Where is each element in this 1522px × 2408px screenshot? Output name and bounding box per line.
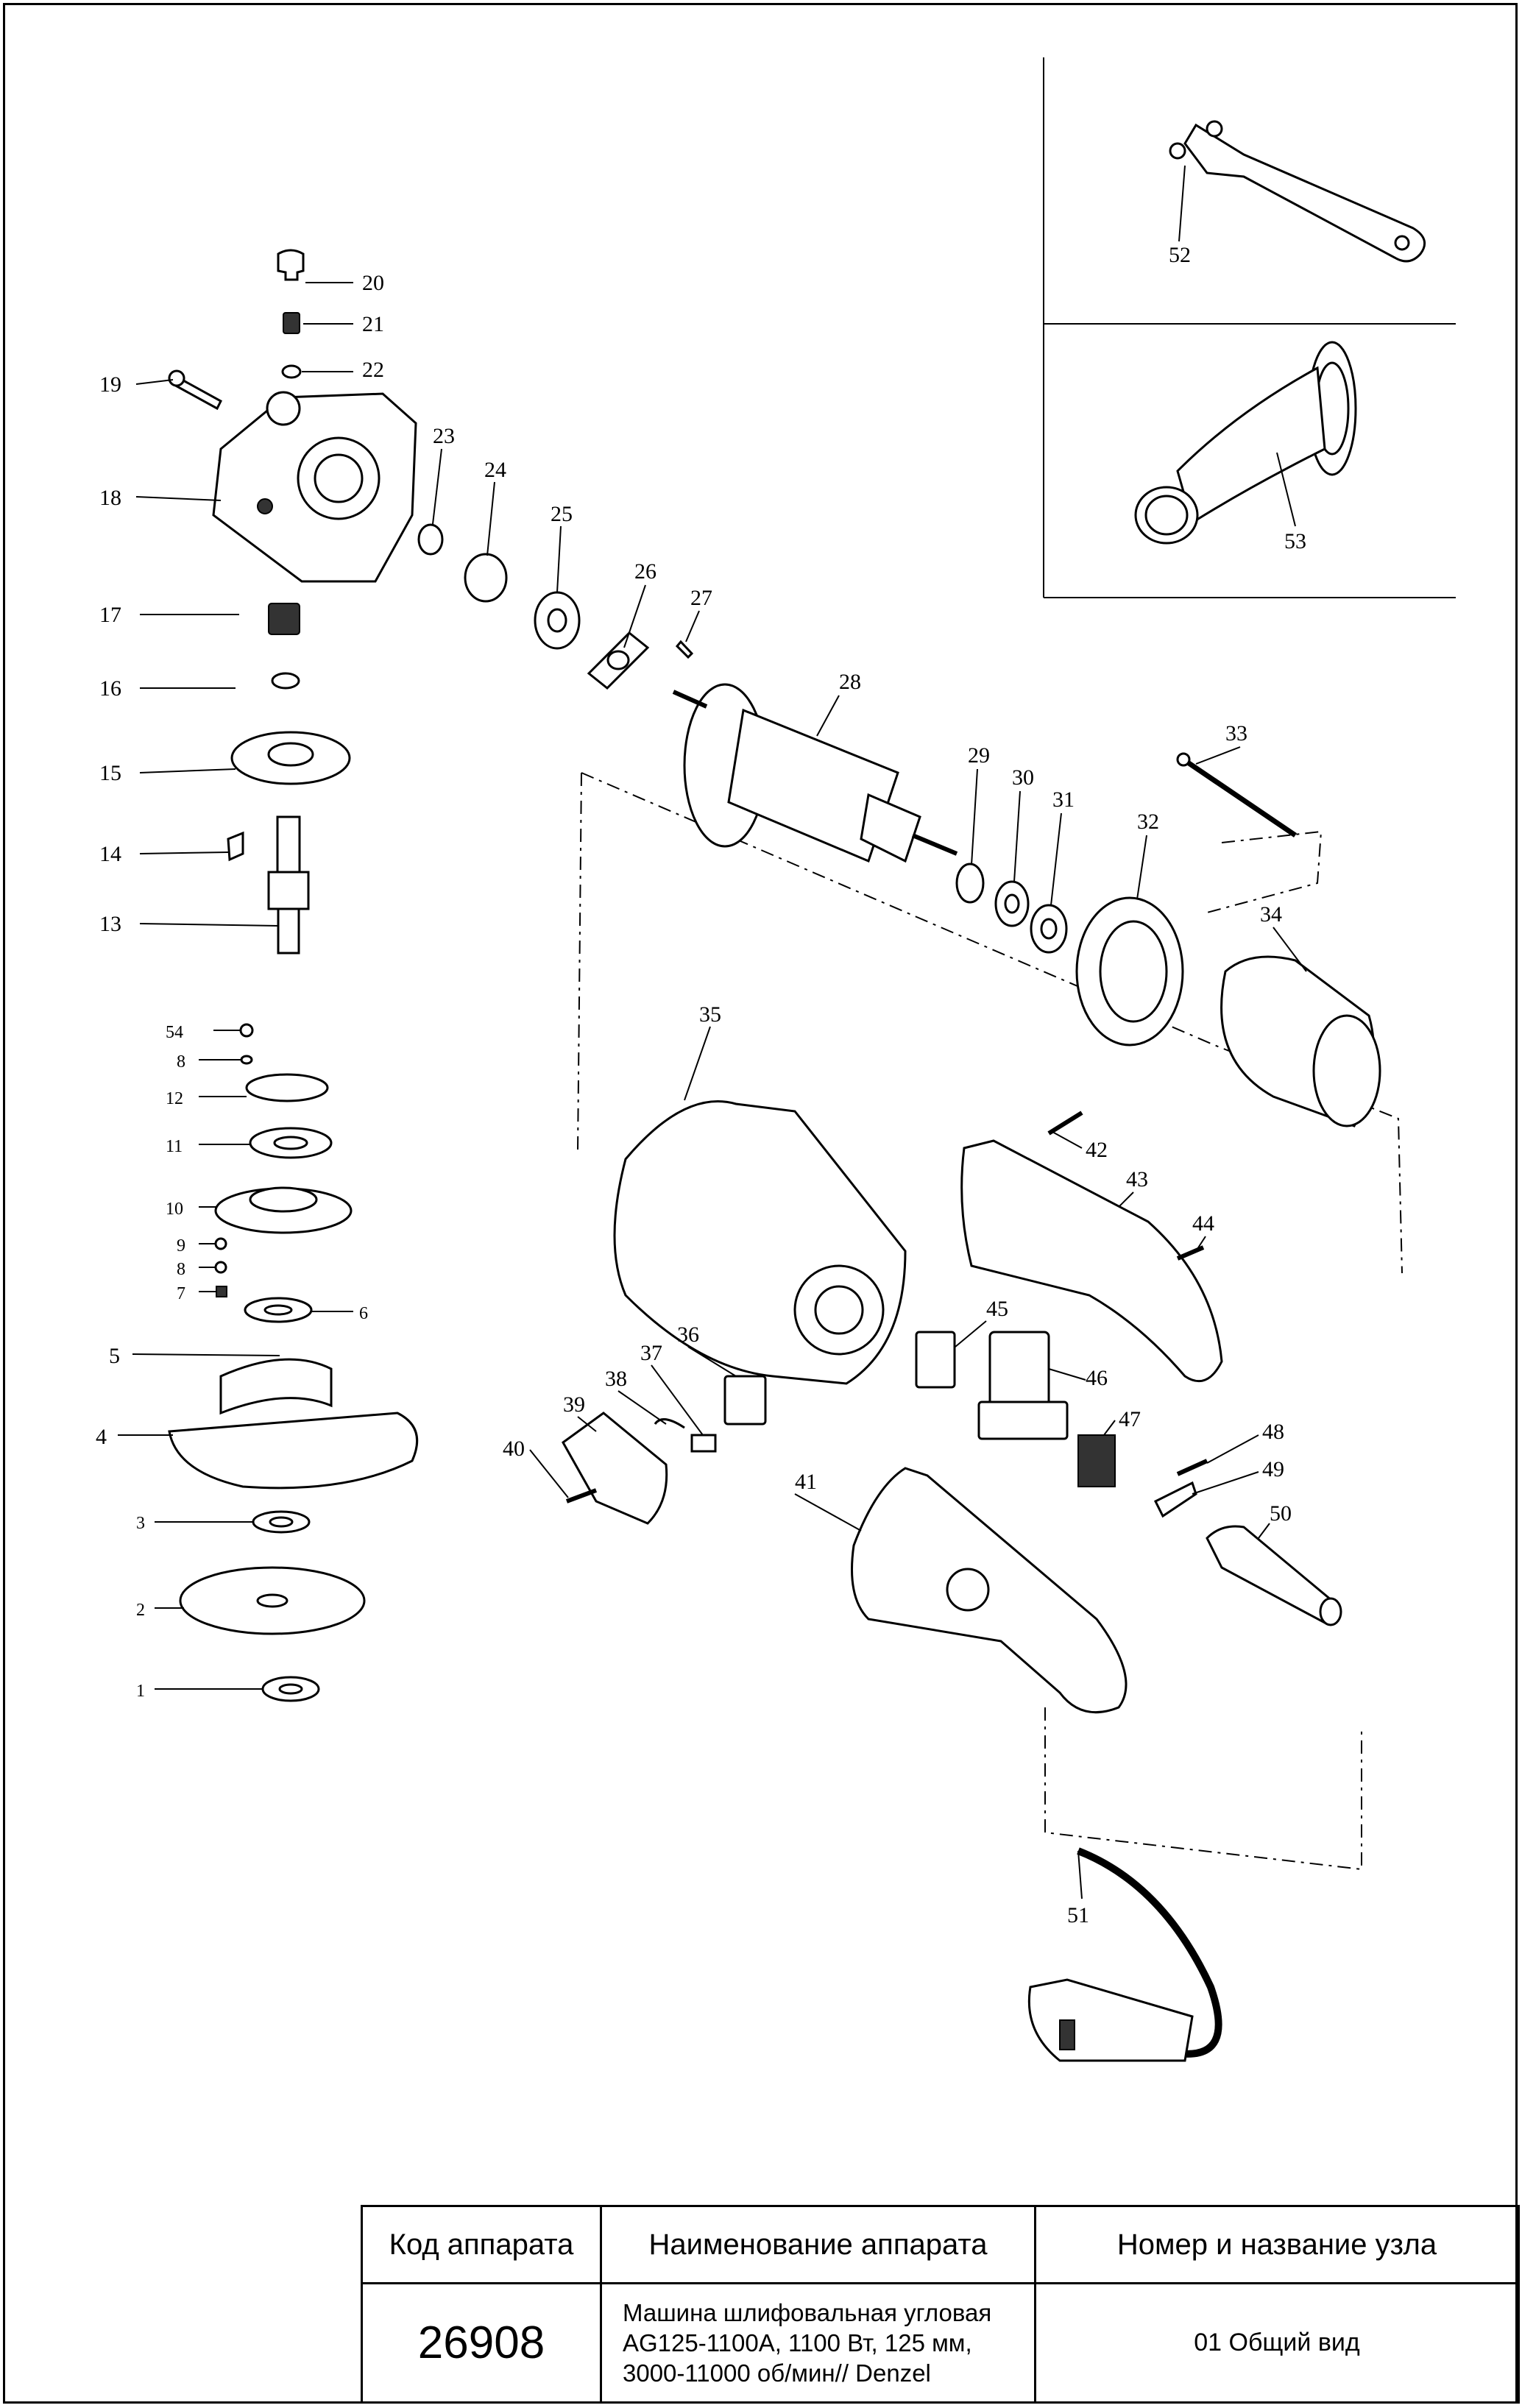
switch-and-brushes [915, 1331, 1116, 1487]
part-label: 39 [563, 1392, 585, 1417]
part-label: 42 [1086, 1138, 1108, 1162]
part-label: 3 [136, 1514, 145, 1533]
part-label: 21 [362, 312, 384, 336]
stator-assembly [1075, 752, 1381, 1127]
part-label: 19 [99, 372, 121, 397]
exploded-parts-diagram: 20 21 22 19 18 17 16 15 14 13 54 8 12 11… [96, 57, 1456, 2062]
side-handle [1134, 341, 1357, 545]
unit-name: 01 Общий вид [1034, 2282, 1520, 2404]
part-label: 53 [1284, 529, 1306, 553]
part-label: 27 [690, 586, 712, 610]
header-code: Код аппарата [361, 2205, 602, 2284]
rear-handle-half [960, 1111, 1223, 1383]
rear-bearings [955, 863, 1068, 954]
part-label: 40 [503, 1437, 525, 1461]
part-label: 46 [1086, 1366, 1108, 1390]
part-label: 11 [166, 1137, 183, 1156]
power-cord [1027, 1847, 1222, 2062]
part-label: 1 [136, 1682, 145, 1701]
device-name: Машина шлифовальная угловая AG125-1100A,… [600, 2282, 1036, 2404]
part-label: 17 [99, 603, 121, 627]
header-unit: Номер и название узла [1034, 2205, 1520, 2284]
device-name-line: AG125-1100A, 1100 Вт, 125 мм, [623, 2329, 972, 2356]
callout-labels: 20 21 22 19 18 17 16 15 14 13 54 8 12 11… [96, 243, 1306, 1927]
part-label: 50 [1270, 1501, 1292, 1526]
part-label: 36 [677, 1322, 699, 1347]
part-label: 8 [177, 1052, 185, 1072]
part-label: 45 [986, 1297, 1008, 1321]
part-label: 29 [968, 743, 990, 768]
part-label: 49 [1262, 1457, 1284, 1481]
part-label: 37 [640, 1341, 662, 1365]
part-label: 13 [99, 912, 121, 936]
part-label: 4 [96, 1425, 107, 1449]
part-label: 22 [362, 358, 384, 382]
part-label: 35 [699, 1002, 721, 1027]
part-label: 51 [1067, 1903, 1089, 1927]
motor-housing [613, 1100, 907, 1385]
drive-gear-bearing-chain [417, 523, 694, 690]
handle-housing-half [851, 1467, 1128, 1714]
part-label: 16 [99, 676, 121, 701]
part-label: 23 [433, 424, 455, 448]
part-label: 52 [1169, 243, 1191, 267]
part-label: 7 [177, 1284, 185, 1303]
cable-protector [1153, 1459, 1342, 1626]
part-label: 47 [1119, 1407, 1141, 1431]
part-label: 10 [166, 1200, 183, 1219]
part-label: 54 [166, 1023, 183, 1042]
part-label: 38 [605, 1367, 627, 1391]
title-block: Код аппарата Наименование аппарата Номер… [361, 2205, 1520, 2404]
part-label: 8 [177, 1260, 185, 1279]
bearing-flange-stack [214, 1023, 353, 1323]
device-name-line: Машина шлифовальная угловая [623, 2298, 992, 2326]
part-label: 6 [359, 1304, 368, 1323]
part-label: 48 [1262, 1420, 1284, 1444]
part-label: 12 [166, 1089, 183, 1108]
gear-housing [212, 391, 417, 583]
part-label: 5 [109, 1344, 120, 1368]
part-label: 2 [136, 1601, 145, 1620]
brush-holder-parts [562, 1375, 767, 1525]
device-code: 26908 [361, 2282, 602, 2404]
part-label: 33 [1225, 721, 1247, 746]
part-label: 14 [99, 842, 121, 866]
part-label: 18 [99, 486, 121, 510]
header-name: Наименование аппарата [600, 2205, 1036, 2284]
accessory-panel-frame [1043, 57, 1456, 598]
armature-rotor [672, 683, 958, 863]
part-label: 24 [484, 458, 506, 482]
spindle-lock-parts [168, 249, 305, 411]
part-label: 41 [795, 1470, 817, 1494]
part-label: 28 [839, 670, 861, 694]
part-label: 31 [1052, 787, 1075, 812]
spanner-wrench [1169, 120, 1426, 263]
part-label: 44 [1192, 1211, 1214, 1236]
part-label: 20 [362, 271, 384, 295]
part-label: 26 [634, 559, 656, 584]
part-label: 9 [177, 1236, 185, 1256]
device-name-line: 3000-11000 об/мин// Denzel [623, 2359, 931, 2387]
drawing-frame [3, 3, 1518, 2404]
spindle-stack [227, 603, 351, 955]
part-label: 32 [1137, 810, 1159, 834]
callout-leaders [118, 165, 1307, 1899]
part-label: 15 [99, 761, 121, 785]
part-label: 43 [1126, 1167, 1148, 1191]
wheel-guard-and-disc [168, 1358, 419, 1702]
part-label: 34 [1260, 902, 1282, 927]
part-label: 30 [1012, 765, 1034, 790]
part-label: 25 [551, 502, 573, 526]
